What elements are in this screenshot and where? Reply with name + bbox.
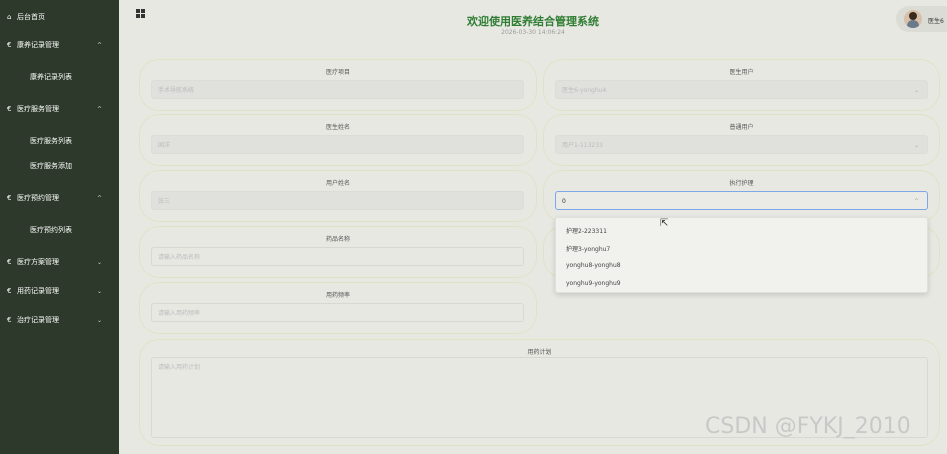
chevron-down-icon: ⌄ <box>913 87 919 94</box>
sidebar: ⌂ 后台首页 € 康养记录管理 ^ 康养记录列表 € 医疗服务管理 ^ 医疗服务… <box>0 0 119 454</box>
field-label: 用药计划 <box>527 349 552 356</box>
header: 欢迎使用医养结合管理系统 2026-03-30 14:06:24 医生6 <box>119 0 947 40</box>
chevron-down-icon: ⌄ <box>97 316 103 324</box>
sidebar-item-medical-service-add[interactable]: 医疗服务添加 <box>0 155 119 177</box>
sidebar-item-label: 医疗预约列表 <box>30 226 72 234</box>
field-label: 医生姓名 <box>325 124 350 131</box>
page-title: 欢迎使用医养结合管理系统 <box>467 15 599 28</box>
field-label: 普通用户 <box>729 124 754 131</box>
sidebar-item-medical-service-list[interactable]: 医疗服务列表 <box>0 130 119 152</box>
chevron-up-icon: ^ <box>97 41 103 49</box>
select-value: 用户1-113233 <box>562 142 603 149</box>
field-label: 用户姓名 <box>325 180 350 187</box>
sidebar-item-treatment-records[interactable]: € 治疗记录管理 ⌄ <box>0 309 119 331</box>
sidebar-item-label: 医疗服务添加 <box>30 162 72 170</box>
euro-icon: € <box>7 105 12 113</box>
avatar <box>904 10 922 28</box>
select-value: 医生6-yonghu4 <box>562 87 607 94</box>
sidebar-item-label: 后台首页 <box>17 13 45 21</box>
field-label: 医生用户 <box>729 69 754 76</box>
dropdown-option[interactable]: 护理3-yonghu7 <box>566 246 611 253</box>
dropdown-option[interactable]: yonghu9-yonghu9 <box>566 280 621 287</box>
field-label: 执行护理 <box>729 180 754 187</box>
sidebar-item-label: 康养记录列表 <box>30 73 72 81</box>
sidebar-item-label: 医疗预约管理 <box>17 194 59 202</box>
dropdown-option[interactable]: 护理2-223311 <box>566 228 607 235</box>
menu-grid-icon[interactable] <box>136 9 145 18</box>
mouse-cursor-icon: ⇱ <box>660 218 669 229</box>
chevron-down-icon: ⌄ <box>913 142 919 149</box>
drug-name-input[interactable]: 请输入药品名称 <box>151 247 524 266</box>
field-label: 医疗项目 <box>325 69 350 76</box>
user-name-field: 张三 <box>151 191 524 210</box>
sidebar-item-home[interactable]: ⌂ 后台首页 <box>0 6 119 28</box>
dropdown-option[interactable]: yonghu8-yonghu8 <box>566 262 621 269</box>
euro-icon: € <box>7 194 12 202</box>
sidebar-item-treatment-plan[interactable]: € 医疗方案管理 ⌄ <box>0 251 119 273</box>
plan-textarea[interactable]: 请输入用药计划 <box>151 357 928 438</box>
home-icon: ⌂ <box>7 13 12 21</box>
sidebar-item-label: 医疗方案管理 <box>17 258 59 266</box>
nurse-dropdown: 护理2-223311 护理3-yonghu7 yonghu8-yonghu8 y… <box>555 217 928 293</box>
sidebar-item-label: 治疗记录管理 <box>17 316 59 324</box>
select-value: 0 <box>562 198 566 205</box>
field-label: 用药频率 <box>325 292 350 299</box>
sidebar-item-appointment[interactable]: € 医疗预约管理 ^ <box>0 187 119 209</box>
sidebar-item-medical-service[interactable]: € 医疗服务管理 ^ <box>0 98 119 120</box>
sidebar-item-label: 医疗服务列表 <box>30 137 72 145</box>
field-label: 药品名称 <box>325 236 350 243</box>
sidebar-item-medication-records[interactable]: € 用药记录管理 ⌄ <box>0 280 119 302</box>
chevron-up-icon: ^ <box>913 198 919 205</box>
medical-project-field: 手术导航系统 <box>151 80 524 99</box>
user-menu[interactable]: 医生6 <box>896 6 947 32</box>
chevron-up-icon: ^ <box>97 194 103 202</box>
sidebar-item-label: 用药记录管理 <box>17 287 59 295</box>
sidebar-item-appointment-list[interactable]: 医疗预约列表 <box>0 219 119 241</box>
timestamp: 2026-03-30 14:06:24 <box>501 29 565 36</box>
frequency-input[interactable]: 请输入用药频率 <box>151 303 524 322</box>
sidebar-item-label: 医疗服务管理 <box>17 105 59 113</box>
sidebar-item-rehab-records[interactable]: € 康养记录管理 ^ <box>0 34 119 56</box>
user-name: 医生6 <box>928 18 944 25</box>
chevron-down-icon: ⌄ <box>97 258 103 266</box>
doctor-user-select: 医生6-yonghu4 ⌄ <box>555 80 928 99</box>
sidebar-item-label: 康养记录管理 <box>17 41 59 49</box>
nurse-select[interactable]: 0 ^ <box>555 191 928 210</box>
euro-icon: € <box>7 258 12 266</box>
euro-icon: € <box>7 316 12 324</box>
euro-icon: € <box>7 287 12 295</box>
chevron-down-icon: ⌄ <box>97 287 103 295</box>
watermark: CSDN @FYKJ_2010 <box>705 414 911 439</box>
euro-icon: € <box>7 41 12 49</box>
doctor-name-field: 国洋 <box>151 135 524 154</box>
chevron-up-icon: ^ <box>97 105 103 113</box>
sidebar-item-rehab-list[interactable]: 康养记录列表 <box>0 66 119 88</box>
regular-user-select: 用户1-113233 ⌄ <box>555 135 928 154</box>
